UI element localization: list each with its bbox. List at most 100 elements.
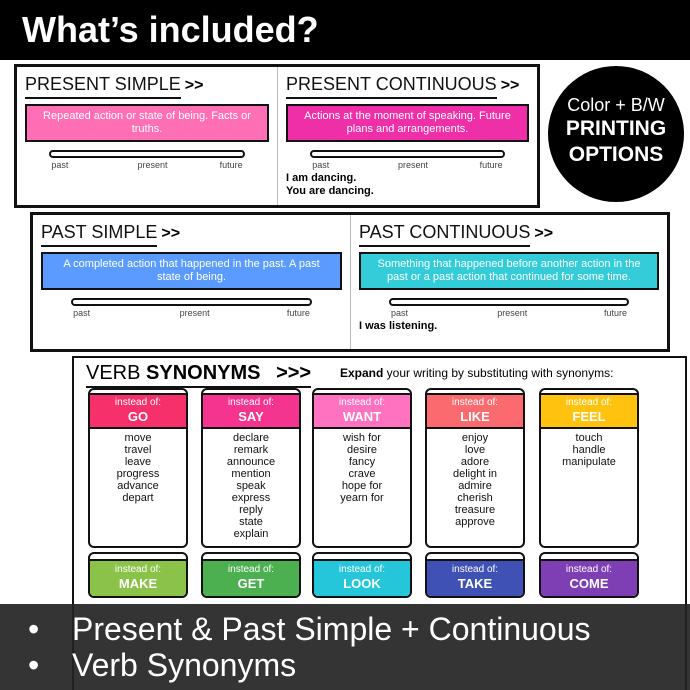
synonym-card-come: instead of:COME [539, 552, 639, 598]
card-label: instead of: [227, 397, 275, 408]
synonym: declare [232, 432, 270, 444]
card-word: FEEL [572, 409, 606, 424]
synonym: delight in [452, 468, 498, 480]
sheet-present: PRESENT SIMPLE>> Repeated action or stat… [14, 64, 540, 208]
subtitle-rest: your writing by substituting with synony… [383, 366, 614, 380]
card-word: MAKE [118, 576, 158, 591]
card-label: instead of: [451, 564, 499, 575]
synonym: fancy [348, 456, 376, 468]
synonym: state [239, 516, 263, 528]
synonym: move [124, 432, 152, 444]
synonym: depart [122, 492, 154, 504]
present-simple-panel: PRESENT SIMPLE>> Repeated action or stat… [17, 67, 277, 205]
arrows-icon: >> [184, 77, 204, 94]
synonym-card-take: instead of:TAKE [425, 552, 525, 598]
card-label: instead of: [565, 397, 613, 408]
timeline-label: past [73, 308, 91, 318]
synonym: desire [347, 444, 377, 456]
synonym: hope for [341, 480, 383, 492]
synonym: wish for [343, 432, 381, 444]
synonym-card-make: instead of:MAKE [88, 552, 188, 598]
arrows-icon: >> [161, 225, 181, 242]
synonym: progress [116, 468, 160, 480]
synonym: love [464, 444, 486, 456]
card-word: SAY [238, 409, 264, 424]
card-label: instead of: [227, 564, 275, 575]
past-continuous-panel: PAST CONTINUOUS>> Something that happene… [350, 215, 667, 349]
arrows-icon: >>> [276, 362, 312, 384]
badge-line: PRINTING [565, 117, 667, 140]
card-label: instead of: [114, 397, 162, 408]
title-light: VERB [86, 362, 141, 384]
present-continuous-title: PRESENT CONTINUOUS [286, 73, 497, 99]
synonym: announce [226, 456, 276, 468]
caption-text: Verb Synonyms [72, 647, 297, 683]
synonym: cherish [457, 492, 493, 504]
example: I am dancing. [286, 172, 357, 184]
timeline-label: future [603, 308, 627, 318]
caption-item: • Present & Past Simple + Continuous [28, 611, 690, 647]
synonym: advance [117, 480, 159, 492]
title-bold: SYNONYMS [146, 362, 261, 384]
timeline-label: past [391, 308, 409, 318]
synonym: approve [455, 516, 495, 528]
card-word: LOOK [343, 576, 381, 591]
timeline-label: future [286, 308, 310, 318]
synonym: yearn for [340, 492, 384, 504]
present-continuous-panel: PRESENT CONTINUOUS>> Actions at the mome… [277, 67, 537, 205]
present-simple-title: PRESENT SIMPLE [25, 73, 181, 99]
verb-synonyms-title: VERB SYNONYMS >>> [86, 362, 312, 388]
card-word: LIKE [460, 409, 490, 424]
synonym: adore [460, 456, 490, 468]
caption-text: Present & Past Simple + Continuous [72, 611, 591, 647]
header-title: What’s included? [0, 0, 690, 60]
synonym: express [231, 492, 271, 504]
badge-line: OPTIONS [568, 143, 664, 166]
synonym: speak [236, 480, 266, 492]
arrows-icon: >> [534, 225, 554, 242]
caption-overlay: • Present & Past Simple + Continuous • Ver… [0, 604, 690, 690]
card-word: GO [127, 409, 149, 424]
synonym: touch [575, 432, 603, 444]
card-word: GET [237, 576, 265, 591]
card-word: TAKE [457, 576, 493, 591]
printing-options-badge: Color + B/W PRINTING OPTIONS [548, 66, 684, 202]
synonym: crave [348, 468, 376, 480]
synonym: reply [239, 504, 263, 516]
sheet-past: PAST SIMPLE>> A completed action that ha… [30, 212, 670, 352]
card-word: WANT [342, 409, 382, 424]
past-continuous-definition: Something that happened before another a… [359, 252, 659, 290]
bullet: • [28, 611, 40, 647]
card-label: instead of: [451, 397, 499, 408]
timeline-label: present [497, 308, 528, 318]
example: I was listening. [359, 320, 438, 332]
timeline: past present future [389, 298, 629, 318]
bullet: • [28, 647, 40, 683]
synonym: remark [233, 444, 269, 456]
verb-synonyms-subtitle: Expand your writing by substituting with… [340, 366, 613, 380]
synonym: treasure [454, 504, 496, 516]
synonym: leave [124, 456, 152, 468]
present-continuous-definition: Actions at the moment of speaking. Futur… [286, 104, 529, 142]
card-label: instead of: [114, 564, 162, 575]
timeline-label: present [179, 308, 210, 318]
arrows-icon: >> [500, 77, 520, 94]
synonym: explain [233, 528, 269, 540]
past-simple-panel: PAST SIMPLE>> A completed action that ha… [33, 215, 350, 349]
timeline: past present future [310, 150, 505, 170]
card-label: instead of: [565, 564, 613, 575]
card-word: COME [569, 576, 609, 591]
past-simple-definition: A completed action that happened in the … [41, 252, 342, 290]
synonym: manipulate [562, 456, 616, 468]
synonym: handle [572, 444, 606, 456]
timeline-label: present [137, 160, 168, 170]
present-simple-definition: Repeated action or state of being. Facts… [25, 104, 269, 142]
card-label: instead of: [338, 397, 386, 408]
badge-line: Color + B/W [567, 95, 665, 115]
